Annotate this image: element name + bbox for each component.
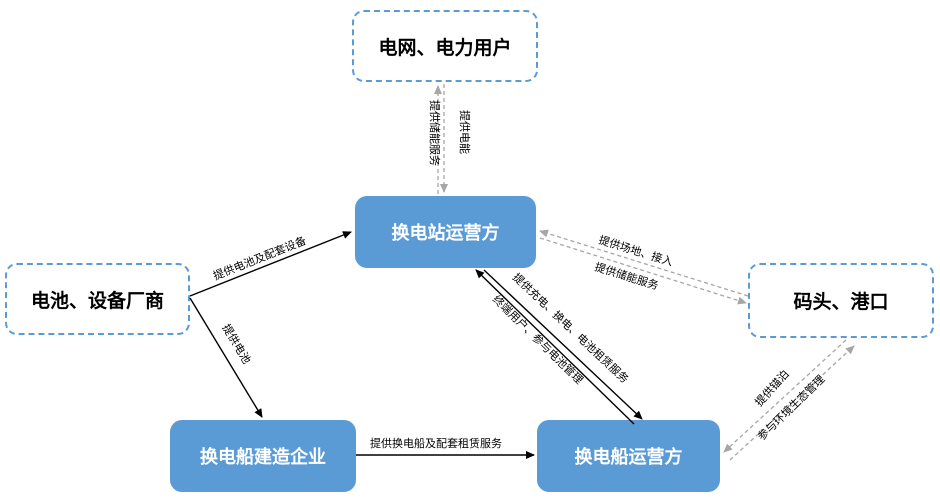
node-port: 码头、港口 [748, 263, 934, 338]
edge-battery-to-station [189, 231, 352, 297]
label-battery-to-builder: 提供电池 [219, 321, 254, 366]
label-builder-to-ship: 提供换电船及配套租赁服务 [370, 436, 502, 450]
edge-ship-to-port [729, 345, 855, 461]
edge-port-to-station [539, 229, 749, 297]
edge-station-to-port [539, 237, 747, 305]
label-station-to-grid: 提供储能服务 [428, 100, 442, 166]
edge-battery-to-builder [189, 297, 263, 418]
node-station-operator: 换电站运营方 [355, 196, 536, 268]
label-port-to-ship: 提供锚泊 [752, 367, 792, 409]
label-ship-to-port: 参与环境生态管理 [754, 372, 827, 443]
node-ship-operator: 换电船运营方 [537, 420, 720, 492]
node-grid-users: 电网、电力用户 [352, 10, 538, 82]
label-grid-to-station: 提供电能 [458, 110, 472, 154]
node-ship-builder: 换电船建造企业 [170, 420, 356, 492]
edge-ship-to-station [475, 269, 635, 425]
label-station-to-port: 提供储能服务 [593, 259, 660, 292]
node-battery-manufacturer: 电池、设备厂商 [5, 263, 190, 335]
edge-station-to-ship [483, 269, 643, 420]
edge-port-to-ship [723, 339, 847, 453]
label-battery-to-station: 提供电池及配套设备 [211, 233, 308, 283]
